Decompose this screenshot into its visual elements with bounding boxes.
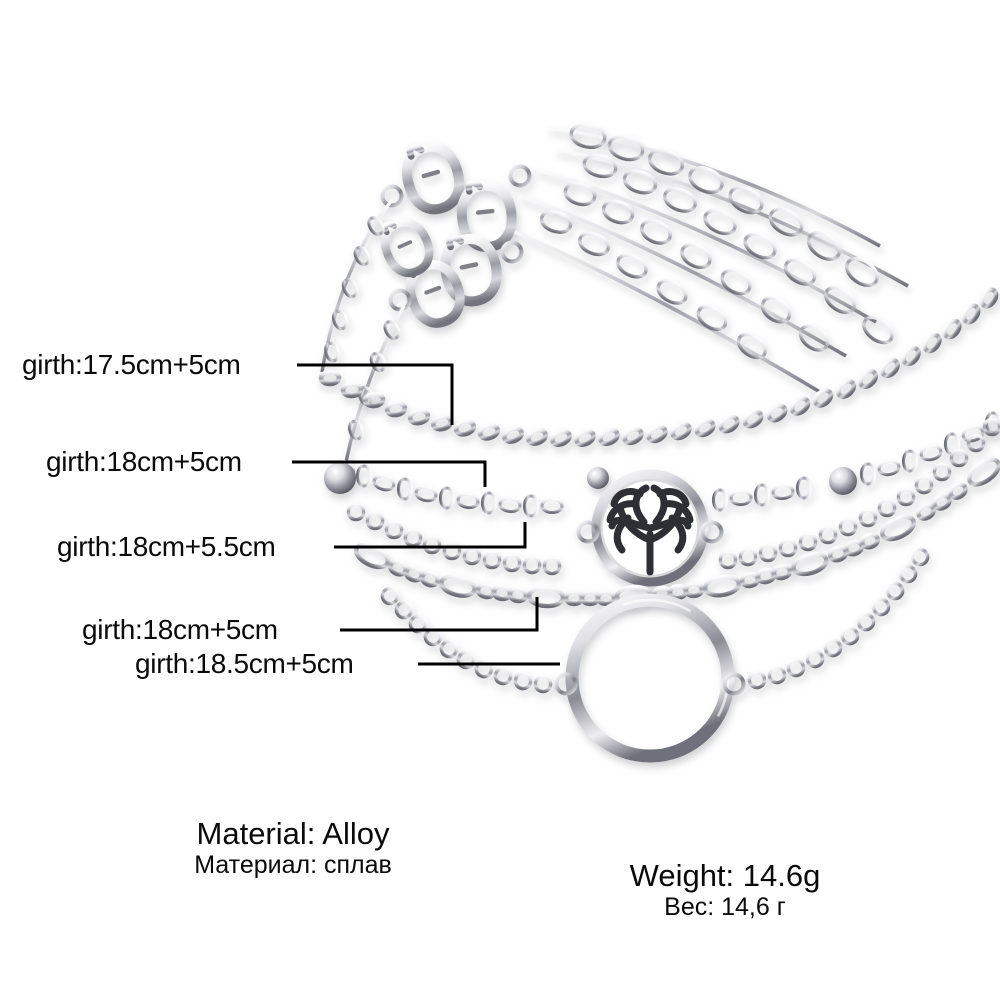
- leader-line-1: [297, 363, 454, 425]
- material-spec: Material: Alloy Материал: сплав: [143, 816, 443, 879]
- leader-line-4: [340, 597, 539, 632]
- girth-label-strand-2: girth:18cm+5cm: [46, 446, 242, 477]
- leader-line-2: [292, 460, 487, 487]
- girth-label-strand-1: girth:17.5cm+5cm: [22, 349, 241, 380]
- girth-label-strand-4: girth:18cm+5cm: [82, 614, 278, 645]
- weight-label-en: Weight: 14.6g: [629, 858, 821, 893]
- weight-label-ru: Вес: 14,6 г: [664, 892, 786, 921]
- material-label-en: Material: Alloy: [196, 816, 390, 851]
- strand-cable-bead: [324, 411, 1000, 587]
- weight-spec: Weight: 14.6g Вес: 14,6 г: [580, 858, 870, 921]
- girth-label-strand-3: girth:18cm+5.5cm: [57, 531, 276, 562]
- leader-line-3: [334, 522, 527, 549]
- material-label-ru: Материал: сплав: [194, 850, 392, 879]
- bead-left: [324, 462, 356, 494]
- girth-label-strand-5: girth:18.5cm+5cm: [135, 648, 354, 679]
- bead-center: [587, 467, 609, 489]
- strand-figaro: [354, 457, 1000, 609]
- bead-right: [829, 467, 857, 495]
- strand-circle-ring: [377, 544, 933, 763]
- tree-of-life-charm: [576, 469, 724, 587]
